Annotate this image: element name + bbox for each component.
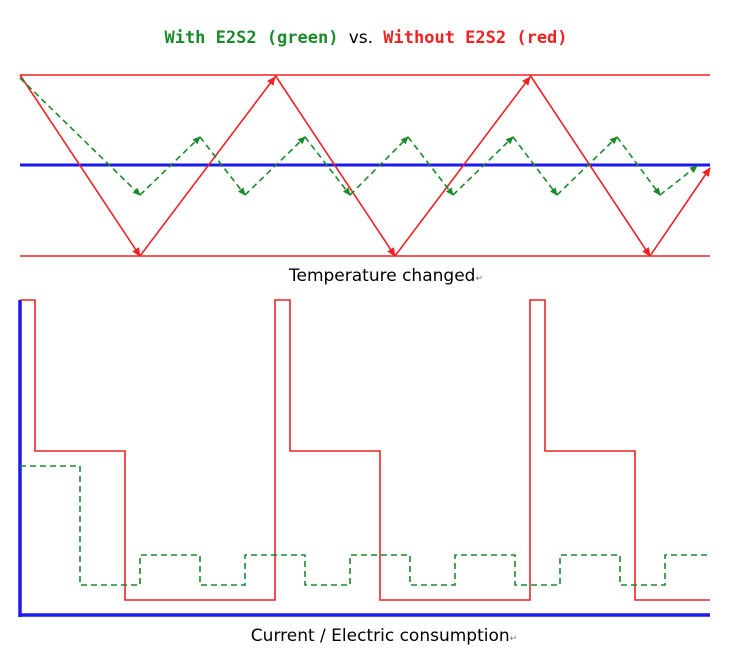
temperature-caption: Temperature changed↵ xyxy=(20,266,732,286)
without-e2s2-label: Without E2S2 (red) xyxy=(383,28,568,48)
without-e2s2-temperature-curve xyxy=(19,74,711,257)
return-mark-icon: ↵ xyxy=(475,274,483,284)
temperature-caption-text: Temperature changed xyxy=(289,266,476,286)
current-panel xyxy=(18,299,710,617)
current-caption: Current / Electric consumption↵ xyxy=(18,626,732,646)
diagram-title: With E2S2 (green) vs. Without E2S2 (red) xyxy=(0,27,732,49)
temperature-panel xyxy=(19,74,711,257)
return-mark-icon: ↵ xyxy=(509,634,518,644)
with-e2s2-label: With E2S2 (green) xyxy=(164,28,339,48)
vs-label: vs. xyxy=(348,28,374,48)
with-e2s2-temperature-curve xyxy=(19,77,698,196)
with-e2s2-current-curve xyxy=(20,465,710,586)
current-caption-text: Current / Electric consumption xyxy=(250,626,510,646)
without-e2s2-current-curve xyxy=(20,299,710,601)
